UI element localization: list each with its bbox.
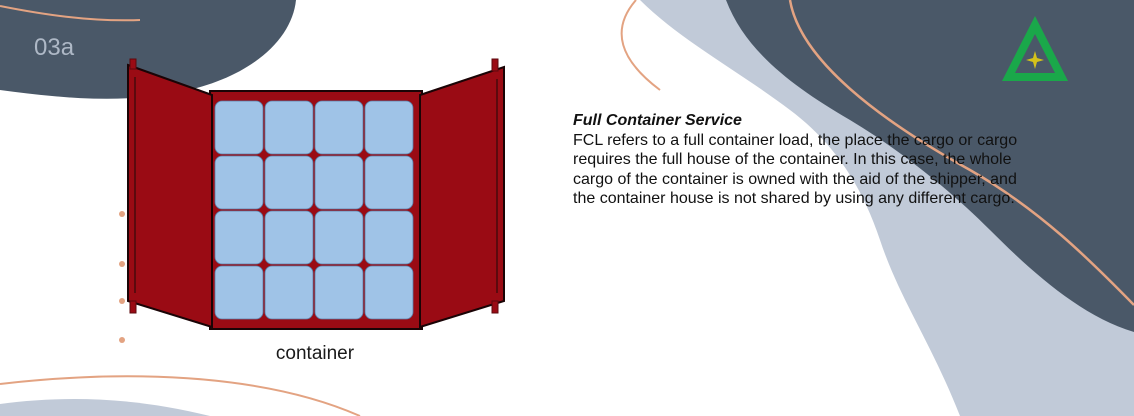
left-door <box>127 63 213 329</box>
top-left-dark-blob <box>0 0 296 99</box>
cargo-box <box>264 265 314 320</box>
bullet-dot <box>119 298 125 304</box>
cargo-box <box>314 100 364 155</box>
cargo-box <box>214 100 264 155</box>
slide-number: 03a <box>34 34 75 61</box>
cargo-box <box>364 155 414 210</box>
cargo-box <box>264 100 314 155</box>
right-door <box>419 65 505 329</box>
bullet-dot <box>119 337 125 343</box>
content-title: Full Container Service <box>573 112 742 129</box>
cargo-box <box>314 210 364 265</box>
content-body: FCL refers to a full container load, the… <box>573 131 1018 208</box>
cargo-box <box>364 265 414 320</box>
content-text-block: Full Container Service FCL refers to a f… <box>573 111 1043 209</box>
cargo-box <box>364 100 414 155</box>
cargo-box <box>264 210 314 265</box>
bottom-accent-curve <box>0 375 361 416</box>
cargo-box <box>214 210 264 265</box>
cargo-grid <box>214 100 414 320</box>
bullet-dot <box>119 211 125 217</box>
right-dark-blob <box>726 0 1134 332</box>
top-left-accent-curve <box>0 5 141 22</box>
bullet-dot <box>119 261 125 267</box>
cargo-box <box>314 155 364 210</box>
light-blob-edge-curve <box>620 0 661 91</box>
cargo-box <box>364 210 414 265</box>
cargo-box <box>214 265 264 320</box>
triangle-compass-icon <box>1002 16 1068 81</box>
cargo-box <box>264 155 314 210</box>
container-diagram <box>127 58 505 330</box>
diagram-caption: container <box>275 343 355 364</box>
cargo-box <box>214 155 264 210</box>
bottom-light-blob <box>0 399 210 416</box>
right-accent-curve <box>788 0 1134 306</box>
cargo-box <box>314 265 364 320</box>
